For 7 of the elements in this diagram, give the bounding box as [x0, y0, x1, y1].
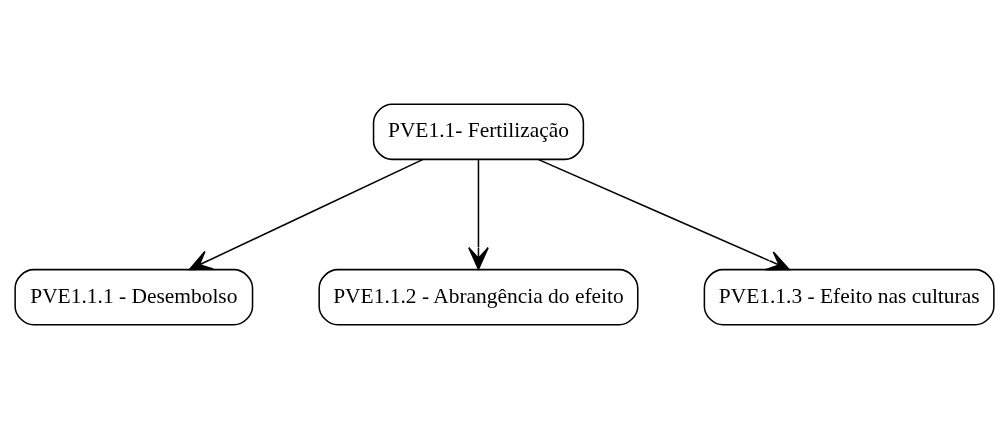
- arrow: [536, 158, 790, 271]
- arrow: [188, 158, 424, 271]
- node-box: PVE1.1.1 - Desembolso: [13, 268, 253, 326]
- node-box: PVE1.1.3 - Efeito nas culturas: [703, 268, 995, 326]
- node-box: PVE1.1.2 - Abrangência do efeito: [317, 268, 639, 326]
- node-box: PVE1.1- Fertilização: [372, 103, 584, 161]
- arrow: [467, 158, 489, 270]
